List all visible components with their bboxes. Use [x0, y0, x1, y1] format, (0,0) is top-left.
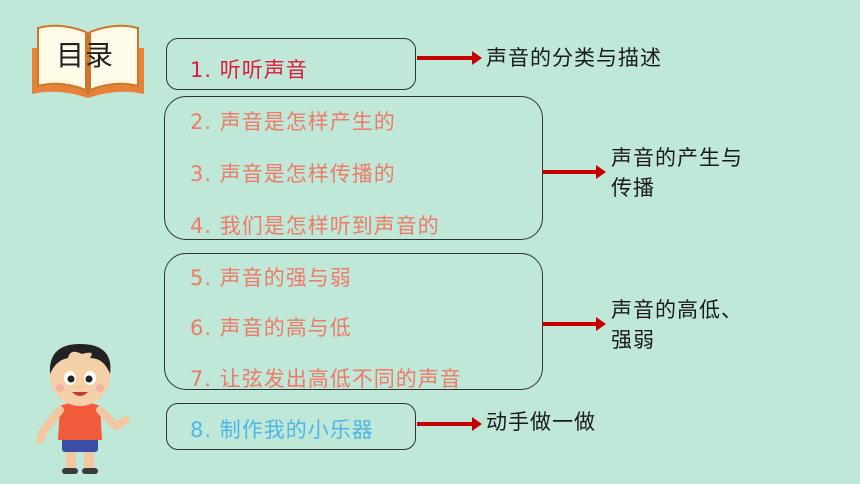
section-box-4[interactable]: [166, 403, 416, 450]
book-icon: [32, 24, 144, 98]
section-label-2-line-2: 传播: [611, 176, 655, 200]
cartoon-boy-icon: [36, 344, 130, 474]
toc-title: 目录: [55, 39, 114, 72]
section-label-3: 声音的高低、 强弱: [611, 295, 743, 355]
toc-item-4[interactable]: 4. 我们是怎样听到声音的: [190, 214, 440, 238]
section-label-2: 声音的产生与 传播: [611, 143, 743, 203]
toc-item-1[interactable]: 1. 听听声音: [190, 58, 308, 82]
section-box-3[interactable]: [164, 253, 543, 390]
toc-item-8[interactable]: 8. 制作我的小乐器: [190, 418, 374, 442]
toc-item-5[interactable]: 5. 声音的强与弱: [190, 266, 352, 290]
toc-item-6[interactable]: 6. 声音的高与低: [190, 316, 352, 340]
section-box-1[interactable]: [166, 38, 416, 90]
section-box-2[interactable]: [164, 96, 543, 240]
book-badge: 目录: [28, 18, 148, 100]
toc-item-7[interactable]: 7. 让弦发出高低不同的声音: [190, 367, 462, 391]
arrow-3: [543, 317, 606, 331]
section-label-1: 声音的分类与描述: [486, 46, 662, 70]
toc-item-3[interactable]: 3. 声音是怎样传播的: [190, 162, 396, 186]
section-label-2-line-1: 声音的产生与: [611, 146, 743, 170]
section-label-3-line-1: 声音的高低、: [611, 298, 743, 322]
section-label-3-line-2: 强弱: [611, 328, 655, 352]
section-label-4: 动手做一做: [486, 410, 596, 434]
arrow-2: [543, 165, 606, 179]
arrow-4: [417, 417, 482, 431]
toc-item-2[interactable]: 2. 声音是怎样产生的: [190, 110, 396, 134]
arrow-1: [417, 51, 482, 65]
